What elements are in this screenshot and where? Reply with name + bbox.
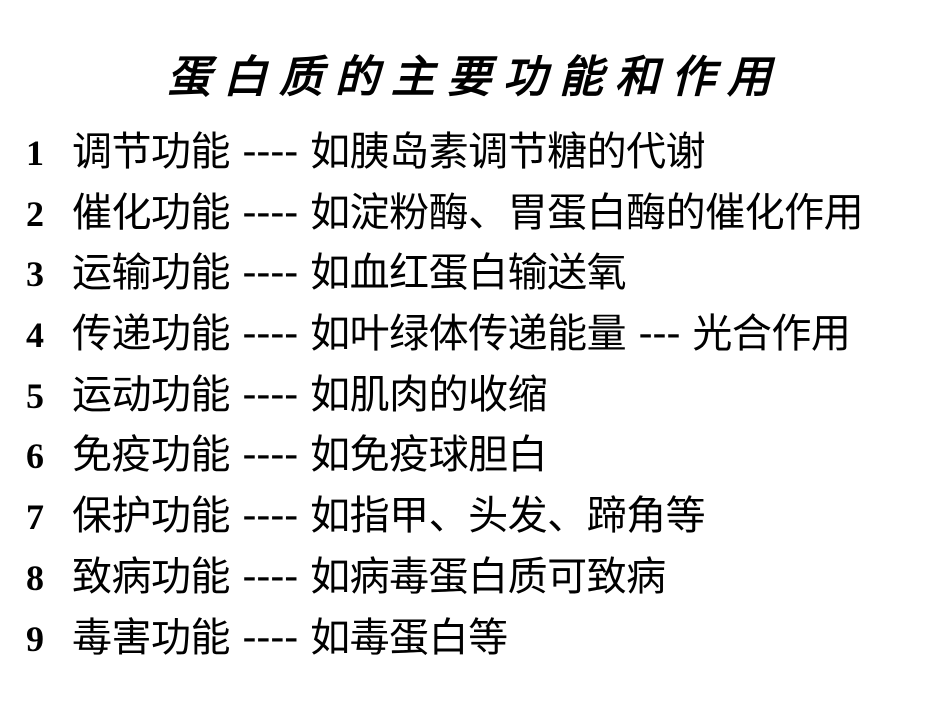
- function-list: 1 调节功能 ---- 如胰岛素调节糖的代谢 2 催化功能 ---- 如淀粉酶、胃蛋…: [26, 124, 946, 670]
- list-item: 3 运输功能 ---- 如血红蛋白输送氧: [26, 245, 946, 306]
- item-number: 1: [26, 133, 44, 173]
- item-text: 调节功能 ---- 如胰岛素调节糖的代谢: [72, 129, 706, 175]
- list-item: 2 催化功能 ---- 如淀粉酶、胃蛋白酶的催化作用: [26, 185, 946, 246]
- item-text: 运输功能 ---- 如血红蛋白输送氧: [72, 250, 627, 297]
- item-number: 4: [26, 315, 44, 356]
- item-number: 8: [26, 557, 44, 598]
- item-text: 运动功能 ---- 如肌肉的收缩: [72, 371, 548, 418]
- item-number: 5: [26, 375, 44, 416]
- slide-title: 蛋白质的主要功能和作用: [167, 52, 783, 103]
- list-item: 1 调节功能 ---- 如胰岛素调节糖的代谢: [26, 124, 946, 185]
- item-text: 保护功能 ---- 如指甲、头发、蹄角等: [72, 493, 706, 540]
- item-number: 9: [26, 618, 44, 659]
- list-item: 5 运动功能 ---- 如肌肉的收缩: [26, 367, 946, 428]
- list-item: 8 致病功能 ---- 如病毒蛋白质可致病: [26, 549, 946, 610]
- item-text: 催化功能 ---- 如淀粉酶、胃蛋白酶的催化作用: [72, 189, 864, 236]
- list-item: 6 免疫功能 ---- 如免疫球胆白: [26, 427, 946, 488]
- item-number: 6: [26, 436, 44, 477]
- item-text: 致病功能 ---- 如病毒蛋白质可致病: [72, 553, 666, 600]
- item-number: 2: [26, 193, 44, 234]
- list-item: 9 毒害功能 ---- 如毒蛋白等: [26, 610, 946, 671]
- list-item: 4 传递功能 ---- 如叶绿体传递能量 --- 光合作用: [26, 306, 946, 367]
- item-number: 7: [26, 497, 44, 538]
- item-number: 3: [26, 254, 44, 295]
- item-text: 免疫功能 ---- 如免疫球胆白: [72, 432, 548, 479]
- item-text: 传递功能 ---- 如叶绿体传递能量 --- 光合作用: [72, 311, 851, 358]
- list-item: 7 保护功能 ---- 如指甲、头发、蹄角等: [26, 488, 946, 549]
- item-text: 毒害功能 ---- 如毒蛋白等: [72, 614, 508, 661]
